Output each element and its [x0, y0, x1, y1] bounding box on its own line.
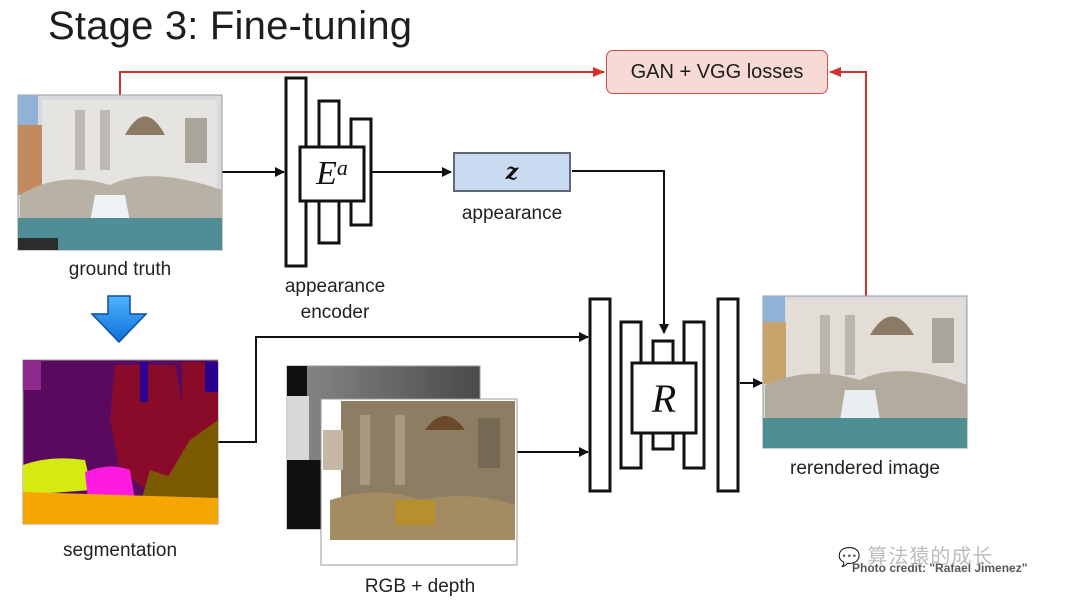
ground-truth-label: ground truth — [68, 259, 172, 280]
wechat-icon: 💬 — [838, 547, 862, 567]
rgb-depth-label: RGB + depth — [364, 576, 476, 597]
segmentation-label: segmentation — [62, 540, 178, 561]
appearance-encoder-label-line1: appearance — [284, 276, 386, 297]
encoder-superscript: a — [336, 155, 348, 180]
rerendered-image-label: rerendered image — [790, 458, 940, 479]
watermark-label: 算法猿的成长 — [867, 546, 994, 568]
renderer-blocks — [588, 297, 740, 493]
arrow-segmentation-to-renderer — [218, 332, 589, 443]
watermark-text: 💬算法猿的成长 — [838, 540, 993, 569]
appearance-label: appearance — [461, 203, 563, 224]
loss-arrow-from-ground-truth — [119, 67, 605, 95]
loss-arrow-from-rerendered — [829, 67, 867, 296]
photo-credit: Photo credit: "Rafael Jimenez" — [852, 561, 1028, 575]
renderer-symbol: R — [651, 375, 677, 421]
segmentation-image — [22, 359, 219, 525]
slide-title: Stage 3: Fine-tuning — [48, 4, 413, 48]
gan-vgg-losses-box: GAN + VGG losses — [606, 50, 828, 94]
appearance-code-box: z — [453, 152, 571, 192]
rgb-render-image — [320, 398, 518, 566]
appearance-encoder-blocks — [284, 76, 373, 268]
down-arrow-icon — [90, 295, 148, 344]
arrow-z-to-renderer — [572, 170, 669, 334]
ground-truth-image — [17, 94, 223, 251]
rerendered-image — [762, 295, 968, 449]
appearance-encoder-label-line2: encoder — [300, 302, 370, 323]
